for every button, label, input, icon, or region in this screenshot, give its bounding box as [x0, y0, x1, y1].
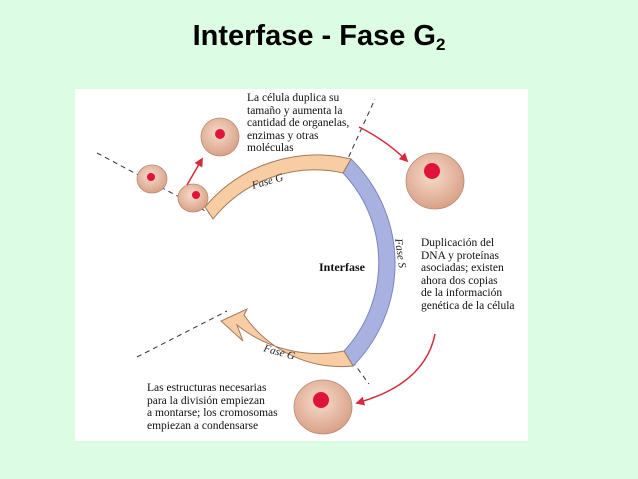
phase-label-g2: Fase G	[261, 342, 296, 363]
note-g2-structures: Las estructuras necesarias para la divis…	[147, 382, 278, 432]
boundary-line-top-right	[344, 98, 376, 166]
cell-small-right	[177, 183, 209, 213]
title-subscript: 2	[435, 35, 446, 54]
phase-label-s: Fase S	[392, 237, 408, 269]
center-label: Interfase	[319, 260, 366, 274]
arrow-to-g2-cell	[355, 333, 436, 406]
boundary-line-bottom-right	[346, 353, 370, 385]
title-text: Interfase - Fase G	[192, 20, 436, 52]
cell-large-bottom	[293, 379, 353, 435]
arrow-to-s-phase	[358, 126, 409, 163]
cell-large-top	[405, 152, 465, 210]
arrow-cell-growth	[186, 157, 203, 186]
note-dna-duplication: Duplicación del DNA y proteínas asociada…	[421, 237, 515, 312]
cell-growing	[200, 117, 240, 157]
diagram-panel: Fase G Fase S Fase G Interfase	[75, 89, 528, 441]
g1-phase-band	[204, 154, 352, 220]
note-cell-growth: La célula duplica su tamaño y aumenta la…	[247, 92, 350, 154]
slide-title: Interfase - Fase G2	[0, 20, 638, 55]
cell-cycle-diagram: Fase G Fase S Fase G Interfase	[96, 98, 465, 435]
g2-phase-band	[220, 307, 354, 368]
boundary-line-bottom-left	[136, 310, 228, 358]
cell-small-left	[136, 164, 168, 194]
